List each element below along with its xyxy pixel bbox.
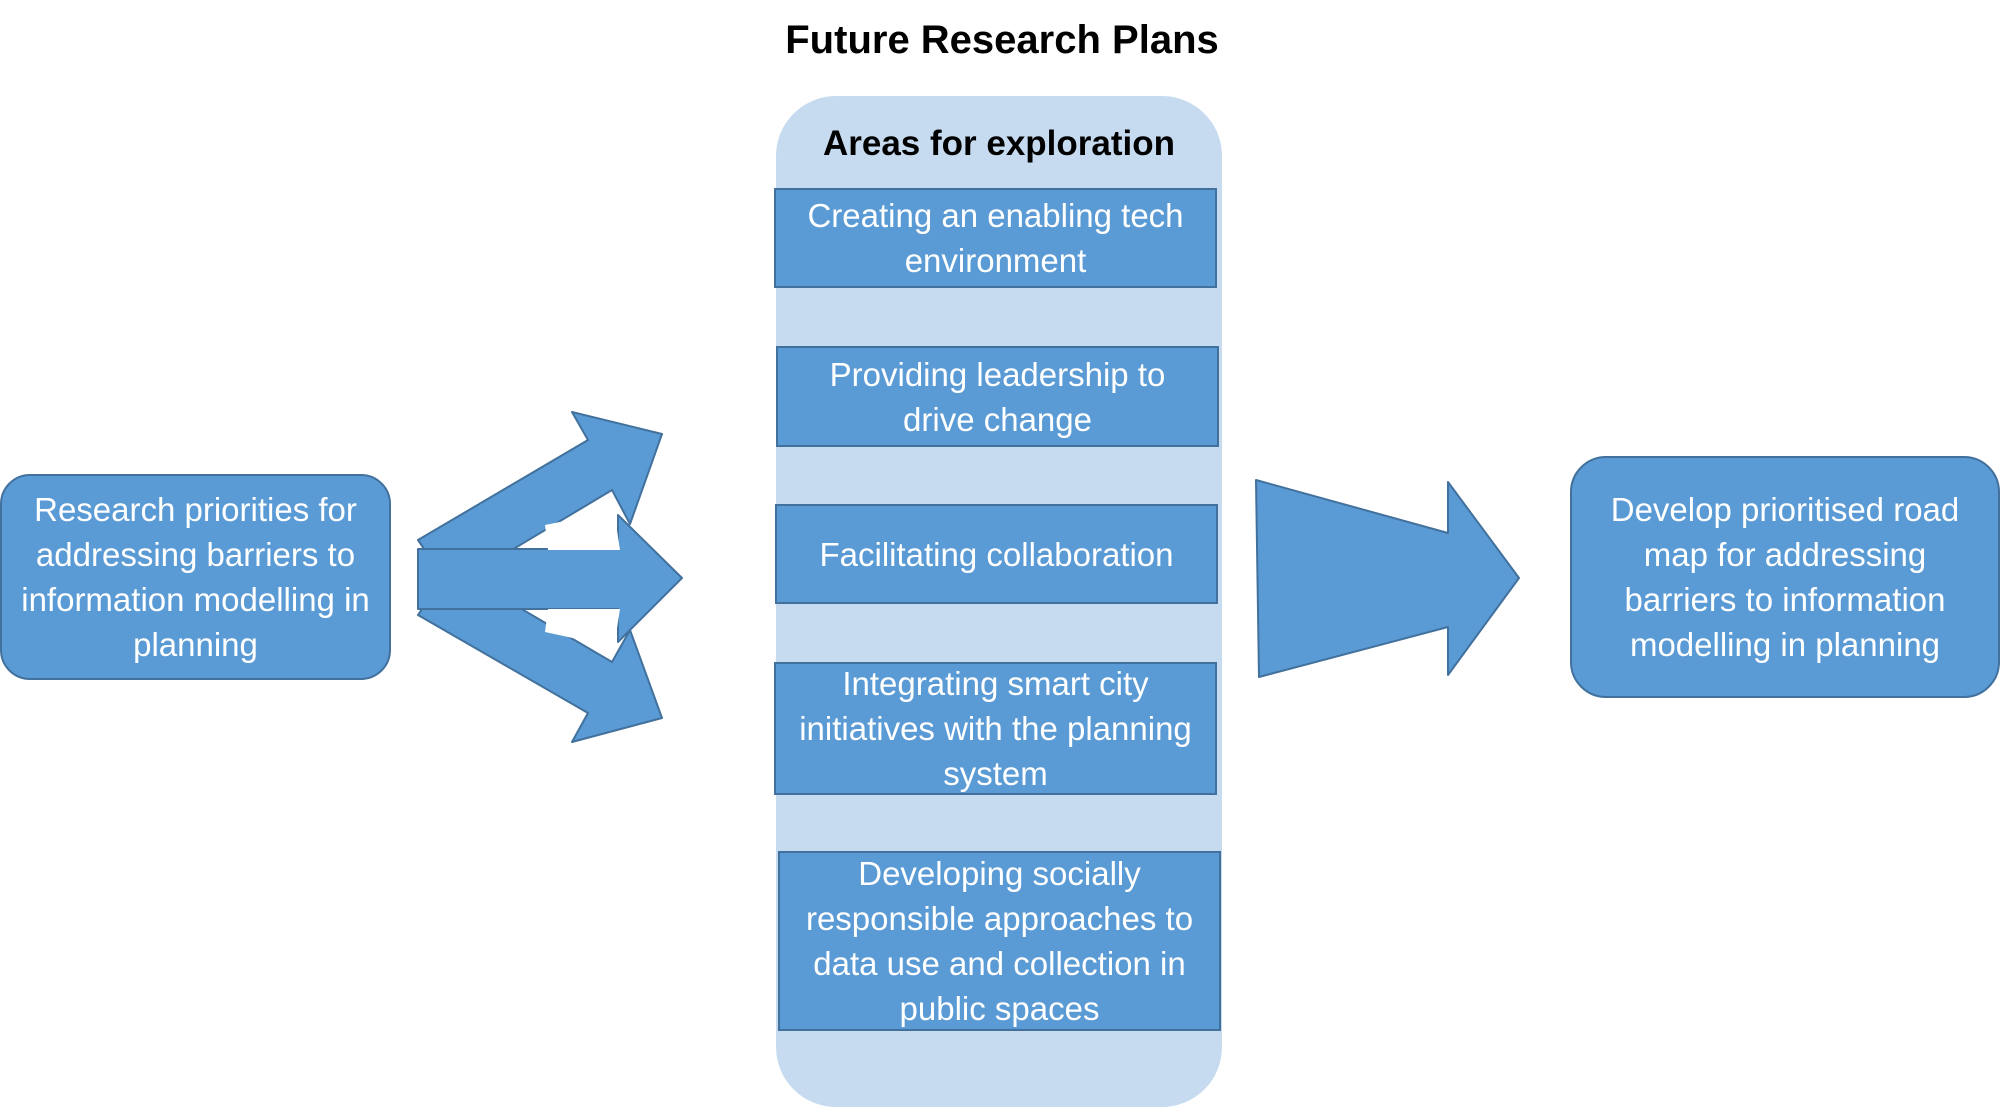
research-priorities-text: Research priorities for addressing barri… [21,491,370,663]
area-box-socially-responsible-data: Developing socially responsible approach… [778,851,1221,1031]
area-label: Providing leadership to drive change [829,355,1166,438]
area-box-collaboration: Facilitating collaboration [775,504,1218,604]
branch-arrow [417,411,683,743]
area-box-tech-environment: Creating an enabling tech environment [774,188,1217,288]
area-box-leadership: Providing leadership to drive change [776,346,1219,447]
areas-panel-heading: Areas for exploration [822,124,1176,163]
diagram-title: Future Research Plans [785,18,1219,62]
area-label: Facilitating collaboration [819,535,1174,573]
area-label: Integrating smart city initiatives with … [799,665,1192,792]
area-label: Developing socially responsible approach… [805,855,1194,1027]
research-priorities-box: Research priorities for addressing barri… [0,474,391,680]
forward-arrow [1255,479,1520,678]
area-box-smart-city: Integrating smart city initiatives with … [774,662,1217,795]
road-map-text: Develop prioritised road map for address… [1610,491,1960,663]
area-label: Creating an enabling tech environment [807,197,1184,279]
road-map-box: Develop prioritised road map for address… [1570,456,2000,698]
